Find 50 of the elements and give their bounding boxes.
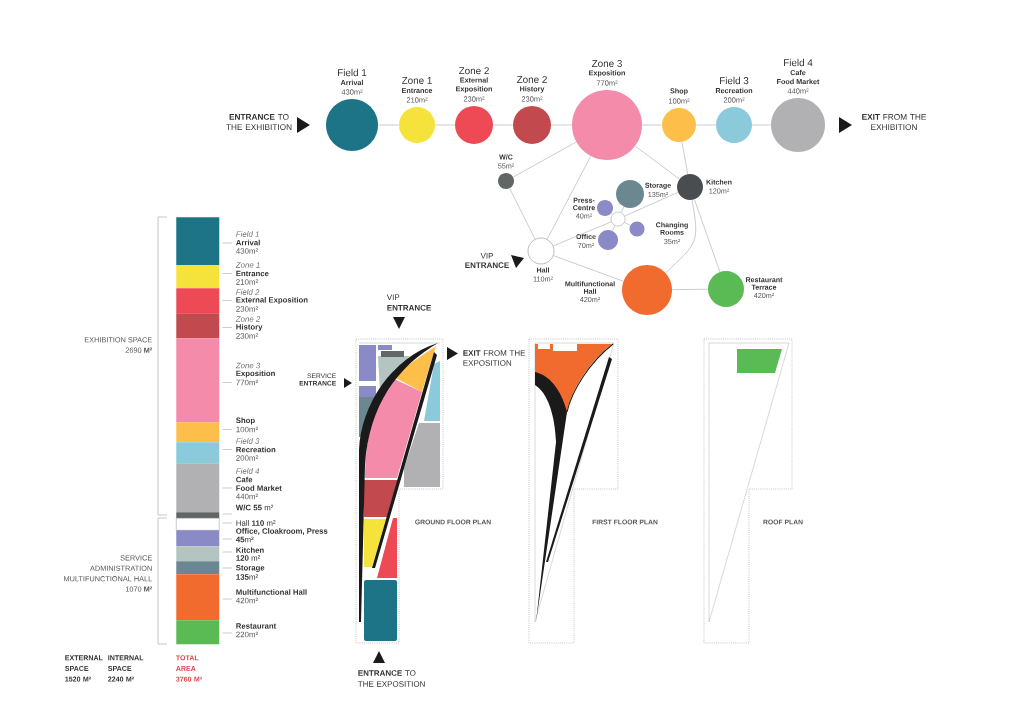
entrance-label: ENTRANCE TO THE EXPOSITION [358,670,425,687]
connector-line [552,221,612,247]
bar-segment [176,546,220,562]
bar-segment [176,620,220,645]
bar-segment [176,313,220,339]
zone-heading: Zone 2 [458,67,489,75]
leader-line [222,300,233,301]
bar-segment [176,422,220,443]
connector-line [681,141,689,175]
zone-heading: Field 3 [720,76,749,85]
entrance-label: VIP ENTRANCE [386,294,431,311]
leader-line [222,429,233,430]
bar-segment [176,338,220,423]
connector-line [610,212,613,215]
bar-segment [176,574,220,621]
bar-segment [176,561,220,575]
exit-label: EXIT FROM THE EXHIBITION [862,114,926,130]
bar-segment [176,288,220,314]
connector-line [694,199,721,273]
connector-line [624,192,679,217]
leader-line [222,327,233,328]
connector-line [553,255,624,282]
connector-line [512,141,577,178]
zone-heading: Field 1 [338,68,367,77]
bar-segment [176,217,220,266]
exit-label: EXIT FROM THE EXPOSITION [463,350,526,366]
bar-segment [176,518,220,531]
leader-line [222,273,233,274]
connector-line [546,155,591,240]
bar-segment [176,530,220,547]
zone-heading: Field 4 [784,58,813,67]
connector-line [612,225,616,232]
junction-circle [610,211,626,227]
leader-line [222,382,233,383]
bar-segment [176,265,220,289]
zone-heading: Zone 1 [401,77,432,84]
connector-line [620,206,625,213]
connector-line [634,145,680,180]
leader-line [222,449,233,450]
connector-line [665,199,697,274]
connector-line [671,288,709,291]
bar-segment [176,463,220,513]
zone-heading: Zone 2 [516,76,547,83]
bar-segment [176,512,220,519]
zone-heading: Zone 3 [591,60,622,67]
connector-line [509,188,536,240]
entrance-label: VIP ENTRANCE [465,253,509,268]
connector-line [624,222,631,226]
entrance-label: ENTRANCE TO THE EXHIBITION [226,114,292,130]
bar-segment [176,442,220,464]
